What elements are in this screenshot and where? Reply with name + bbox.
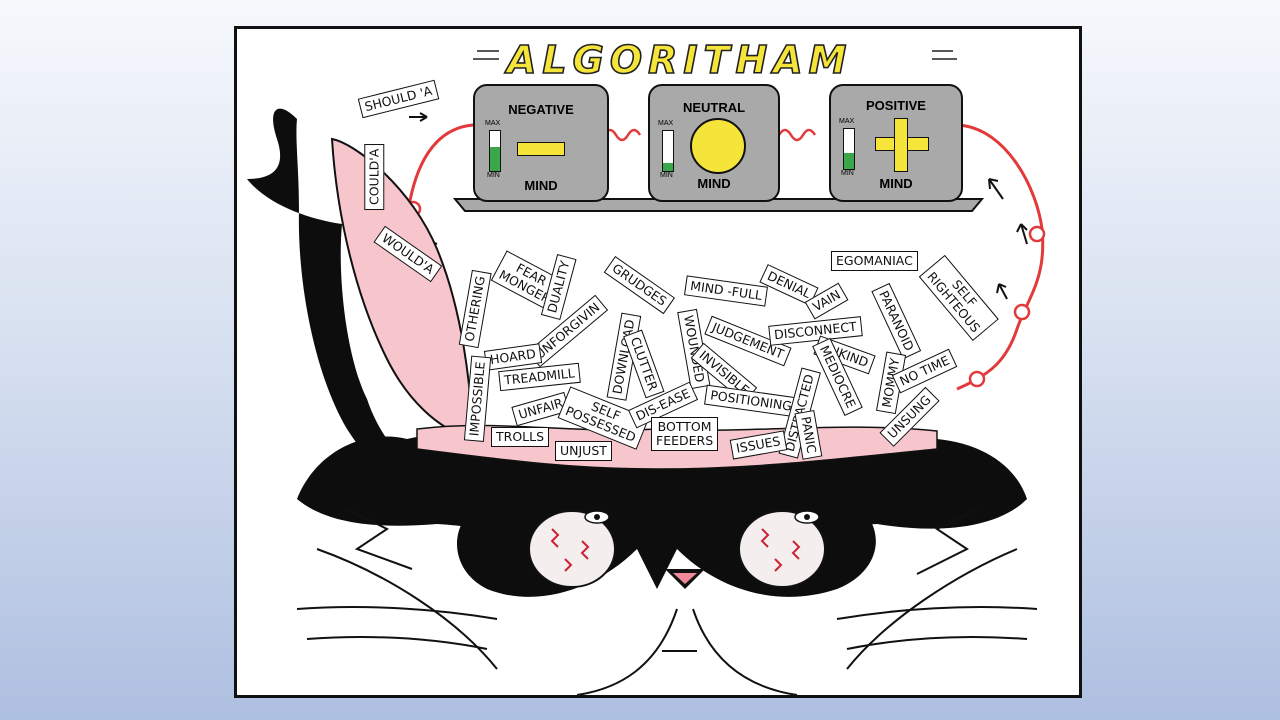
cat-ear-lid xyxy=(247,108,427,481)
positive-gauge-max: MAX xyxy=(839,118,855,125)
wire-right xyxy=(956,123,1045,391)
neutral-gauge-max: MAX xyxy=(658,120,674,127)
negative-box-bottom-label: MIND xyxy=(524,178,558,193)
title-text: ALGORITHAM xyxy=(504,38,852,82)
neutral-mind-box: NEUTRAL MAX MIN MIND xyxy=(648,84,780,202)
negative-gauge-min: MIN xyxy=(487,172,500,179)
shelf xyxy=(452,198,985,212)
left-eye xyxy=(528,510,616,588)
word-could-a: COULD'A xyxy=(364,143,385,211)
negative-gauge xyxy=(489,130,501,172)
word-unjust: UNJUST xyxy=(555,441,612,461)
eye-veins xyxy=(550,528,801,572)
illustration-frame: ALGORITHAM xyxy=(234,26,1082,698)
circle-symbol-icon xyxy=(690,118,746,174)
negative-mind-box: NEGATIVE MAX MIN MIND xyxy=(473,84,609,202)
neutral-gauge xyxy=(662,130,674,172)
negative-box-top-label: NEGATIVE xyxy=(508,102,574,117)
neutral-gauge-min: MIN xyxy=(660,172,673,179)
neutral-box-bottom-label: MIND xyxy=(697,176,731,191)
word-trolls: TROLLS xyxy=(491,427,550,447)
positive-gauge-min: MIN xyxy=(841,170,854,177)
neutral-box-top-label: NEUTRAL xyxy=(682,100,746,115)
positive-box-bottom-label: MIND xyxy=(879,176,913,191)
positive-mind-box: POSITIVE MAX MIN MIND xyxy=(829,84,963,202)
minus-symbol-icon xyxy=(517,142,565,156)
spring-left xyxy=(602,128,642,142)
title-speed-lines xyxy=(473,50,957,60)
positive-gauge xyxy=(843,128,855,170)
cartoon-illustration: ALGORITHAM xyxy=(247,37,1046,695)
word-egomaniac: EGOMANIAC xyxy=(831,251,918,271)
spring-right xyxy=(777,128,817,142)
plus-symbol-icon xyxy=(875,118,929,172)
right-eye xyxy=(738,510,826,588)
negative-gauge-max: MAX xyxy=(485,120,501,127)
positive-box-top-label: POSITIVE xyxy=(866,98,926,113)
whiskers xyxy=(296,508,1038,695)
